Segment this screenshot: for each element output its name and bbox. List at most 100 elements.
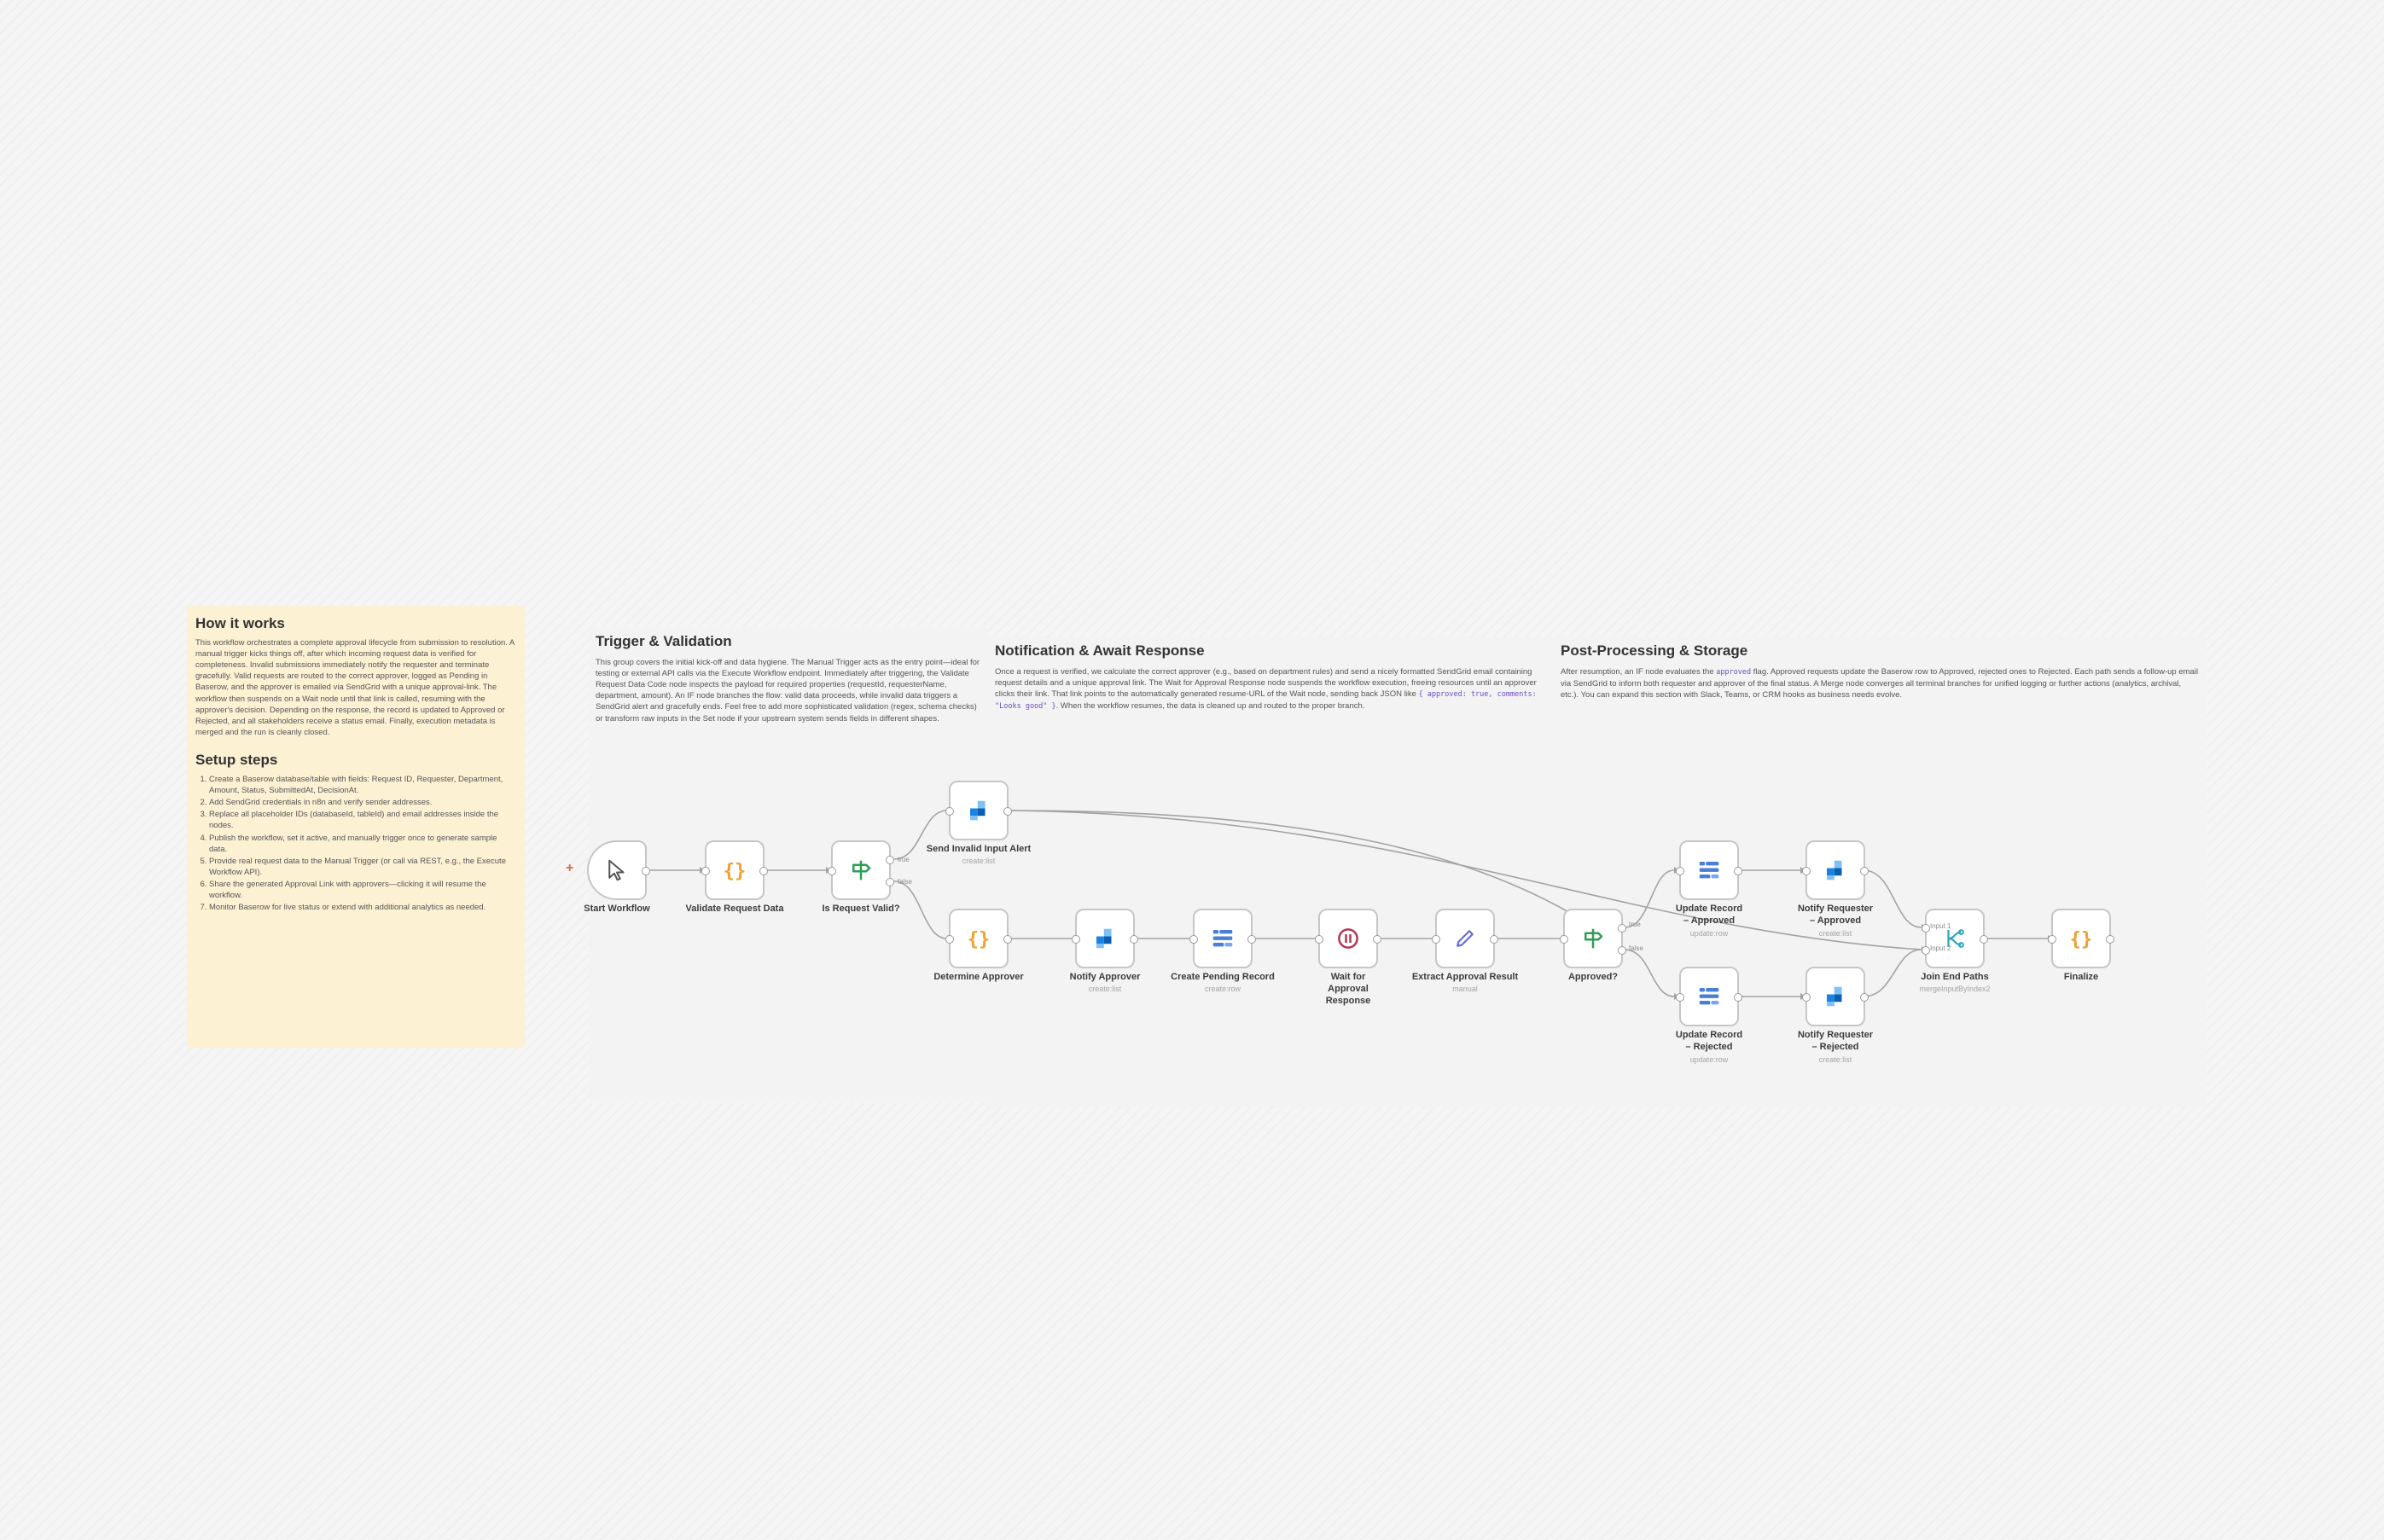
baserow-icon [1699,862,1719,879]
node-notify-requester-rejected[interactable] [1802,967,1869,1026]
output-port[interactable] [1130,935,1138,944]
connection [893,810,948,860]
node-label: Validate Request Data [685,904,784,914]
input-port[interactable] [945,807,954,816]
output-port-false[interactable] [1618,946,1626,955]
post-processing-body-text: After resumption, an IF node evaluates t… [1561,667,1714,677]
node-notify-approver[interactable] [1072,909,1138,968]
input-port[interactable] [1072,935,1080,944]
sticky-note-post-processing[interactable]: Post-Processing & Storage After resumpti… [1554,636,2207,1107]
port-label-input-2: Input 2 [1930,944,1951,952]
merge-icon [1947,929,1964,948]
input-port[interactable] [1432,935,1440,944]
node-subtitle: create:list [962,857,996,865]
post-processing-body: After resumption, an IF node evaluates t… [1561,666,2200,700]
node-notify-requester-approved[interactable] [1802,840,1869,900]
input-port[interactable] [1802,993,1811,1002]
output-port-true[interactable] [886,856,894,864]
cursor-icon [608,859,625,881]
sticky-note-trigger-validation[interactable]: Trigger & Validation This group covers t… [589,627,988,1102]
sendgrid-icon [1827,860,1842,880]
node-create-pending-record[interactable] [1189,909,1256,968]
node-label: Notify Requester – Rejected [1797,1030,1874,1052]
output-port[interactable] [759,867,768,875]
output-port[interactable] [1490,935,1498,944]
output-port[interactable] [1003,807,1012,816]
node-is-request-valid[interactable] [828,840,894,900]
input-port[interactable] [2048,935,2056,944]
node-start-workflow[interactable] [587,840,650,900]
node-send-invalid-input-alert[interactable] [945,781,1012,840]
svg-text:{}: {} [968,929,991,950]
output-port-true[interactable] [1618,924,1626,933]
sendgrid-icon [1827,986,1842,1007]
pencil-icon [1457,930,1474,947]
output-port[interactable] [1003,935,1012,944]
node-determine-approver[interactable]: {} [945,909,1012,968]
signpost-icon [1584,928,1603,949]
node-subtitle: manual [1452,985,1478,993]
post-processing-code: approved [1716,668,1752,677]
port-label-true: true [898,856,910,863]
setup-step: Share the generated Approval Link with a… [209,879,516,901]
output-port[interactable] [1860,867,1869,875]
node-update-record-rejected[interactable] [1676,967,1742,1026]
node-update-record-approved[interactable] [1676,840,1742,900]
setup-step: Publish the workflow, set it active, and… [209,833,516,855]
add-trigger-plus-icon[interactable]: + [566,861,574,875]
port-label-true: true [1629,921,1641,928]
output-port-false[interactable] [886,878,894,886]
output-port[interactable] [1734,993,1742,1002]
connection [1624,869,1675,928]
node-subtitle: create:list [1818,929,1852,938]
node-subtitle: create:list [1818,1055,1852,1064]
input-port[interactable] [1676,993,1684,1002]
sticky-note-notification[interactable]: Notification & Await Response Once a req… [988,636,1554,1107]
output-port[interactable] [1247,935,1256,944]
node-label: Notify Approver [1069,972,1141,982]
output-port[interactable] [642,867,650,875]
input-port[interactable] [701,867,710,875]
output-port[interactable] [1980,935,1988,944]
input-port[interactable] [1676,867,1684,875]
setup-step: Provide real request data to the Manual … [209,856,516,878]
node-wait-for-approval[interactable] [1315,909,1381,968]
notification-title: Notification & Await Response [995,642,1205,659]
pause-icon [1338,928,1358,949]
sticky-note-how-it-works[interactable]: How it works This workflow orchestrates … [187,606,525,1048]
node-subtitle: mergeInputByIndex2 [1919,985,1991,993]
code-braces-icon: {} [724,861,747,882]
node-label: Approved? [1567,972,1619,982]
node-label: Is Request Valid? [822,904,900,914]
node-subtitle: update:row [1689,1055,1729,1064]
setup-step: Replace all placeholder IDs (databaseId,… [209,809,516,831]
output-port[interactable] [1373,935,1381,944]
baserow-icon [1212,930,1233,947]
input-port[interactable] [1315,935,1323,944]
node-join-end-paths[interactable] [1922,909,1988,968]
node-label: Notify Requester – Approved [1797,904,1874,926]
connection [1863,949,1922,997]
node-extract-approval-result[interactable] [1432,909,1498,968]
input-port[interactable] [945,935,954,944]
connection [1863,869,1922,928]
input-port[interactable] [828,867,836,875]
input-port-1[interactable] [1922,924,1930,933]
node-label: Join End Paths [1921,972,1989,982]
sendgrid-icon [1096,928,1112,949]
input-port[interactable] [1802,867,1811,875]
output-port[interactable] [1734,867,1742,875]
svg-text:{}: {} [724,861,747,882]
output-port[interactable] [2106,935,2114,944]
node-validate-request-data[interactable]: {} [701,840,768,900]
node-approved-if[interactable] [1560,909,1626,968]
input-port[interactable] [1189,935,1198,944]
setup-step: Create a Baserow database/table with fie… [209,774,516,796]
setup-steps-title: Setup steps [195,751,278,768]
input-port[interactable] [1560,935,1568,944]
node-finalize[interactable]: {} [2048,909,2114,968]
node-label: Send Invalid Input Alert [926,844,1032,854]
input-port-2[interactable] [1922,946,1930,955]
output-port[interactable] [1860,993,1869,1002]
